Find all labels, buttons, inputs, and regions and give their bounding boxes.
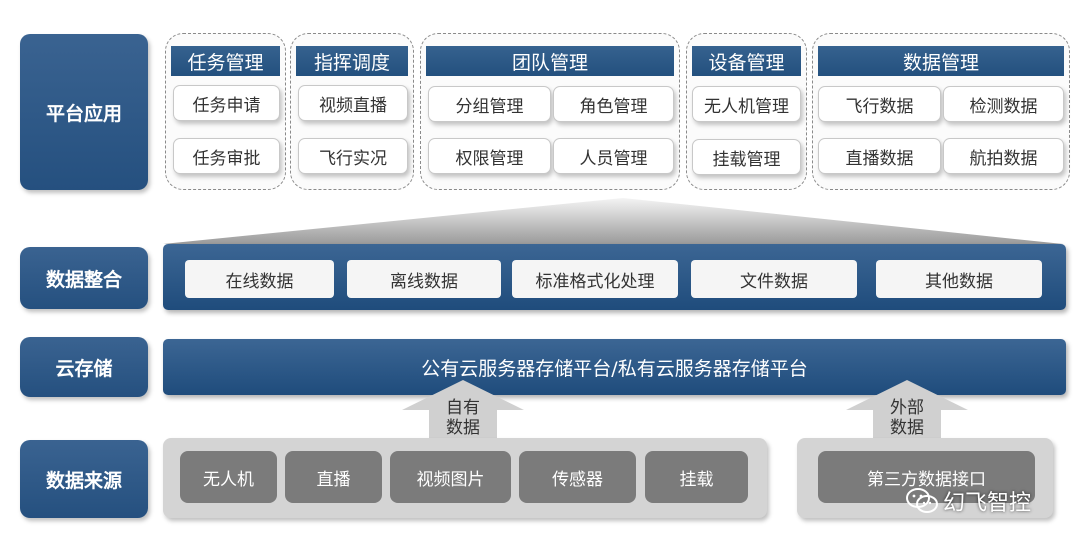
module-item: 权限管理 [428, 138, 551, 174]
group-title: 团队管理 [426, 46, 674, 76]
layer-label-cloud: 云存储 [20, 337, 148, 397]
own-data-label-1: 自有 [446, 398, 480, 418]
module-item: 无人机管理 [692, 86, 801, 122]
module-item: 任务审批 [173, 138, 280, 174]
group-title: 设备管理 [692, 46, 801, 76]
integration-item: 其他数据 [876, 260, 1042, 298]
module-item: 任务申请 [173, 85, 280, 121]
third-party-interface: 第三方数据接口 [818, 451, 1035, 503]
group-title: 指挥调度 [296, 46, 408, 76]
integration-item: 标准格式化处理 [512, 260, 678, 298]
external-data-arrow [846, 380, 968, 440]
external-data-label-1: 外部 [890, 398, 924, 418]
cloud-text: 公有云服务器存储平台/私有云服务器存储平台 [421, 357, 808, 380]
group-command-dispatch: 指挥调度 视频直播 飞行实况 [290, 33, 414, 190]
layer-label-source: 数据来源 [20, 440, 148, 518]
module-item: 角色管理 [553, 86, 674, 122]
module-item: 飞行实况 [298, 138, 408, 174]
group-team-management: 团队管理 分组管理 角色管理 权限管理 人员管理 [420, 33, 680, 190]
watermark-text: 幻飞智控 [943, 491, 1032, 516]
watermark: 幻飞智控 [905, 484, 1031, 518]
layer-label-integration: 数据整合 [20, 247, 148, 309]
source-item: 直播 [285, 451, 382, 503]
module-item: 飞行数据 [818, 86, 941, 122]
group-data-management: 数据管理 飞行数据 检测数据 直播数据 航拍数据 [812, 33, 1070, 190]
source-item: 视频图片 [390, 451, 511, 503]
group-device-management: 设备管理 无人机管理 挂载管理 [686, 33, 807, 190]
module-item: 直播数据 [818, 138, 941, 174]
integration-item: 文件数据 [691, 260, 857, 298]
funnel-shape [163, 198, 1063, 244]
group-title: 数据管理 [818, 46, 1064, 76]
module-item: 视频直播 [298, 85, 408, 121]
module-item: 检测数据 [943, 86, 1064, 122]
integration-item: 在线数据 [185, 260, 334, 298]
integration-item: 离线数据 [347, 260, 501, 298]
external-data-label-2: 数据 [890, 418, 924, 438]
layer-label-app: 平台应用 [20, 34, 148, 190]
module-item: 分组管理 [428, 86, 551, 122]
module-item: 航拍数据 [943, 138, 1064, 174]
source-item: 传感器 [519, 451, 636, 503]
own-data-arrow [402, 380, 524, 440]
wechat-icon [906, 488, 938, 513]
module-item: 人员管理 [553, 138, 674, 174]
source-item: 无人机 [180, 451, 277, 503]
own-data-label-2: 数据 [446, 418, 480, 438]
group-title: 任务管理 [171, 46, 280, 76]
group-task-management: 任务管理 任务申请 任务审批 [165, 33, 286, 190]
module-item: 挂载管理 [692, 139, 801, 175]
source-item: 挂载 [645, 451, 748, 503]
